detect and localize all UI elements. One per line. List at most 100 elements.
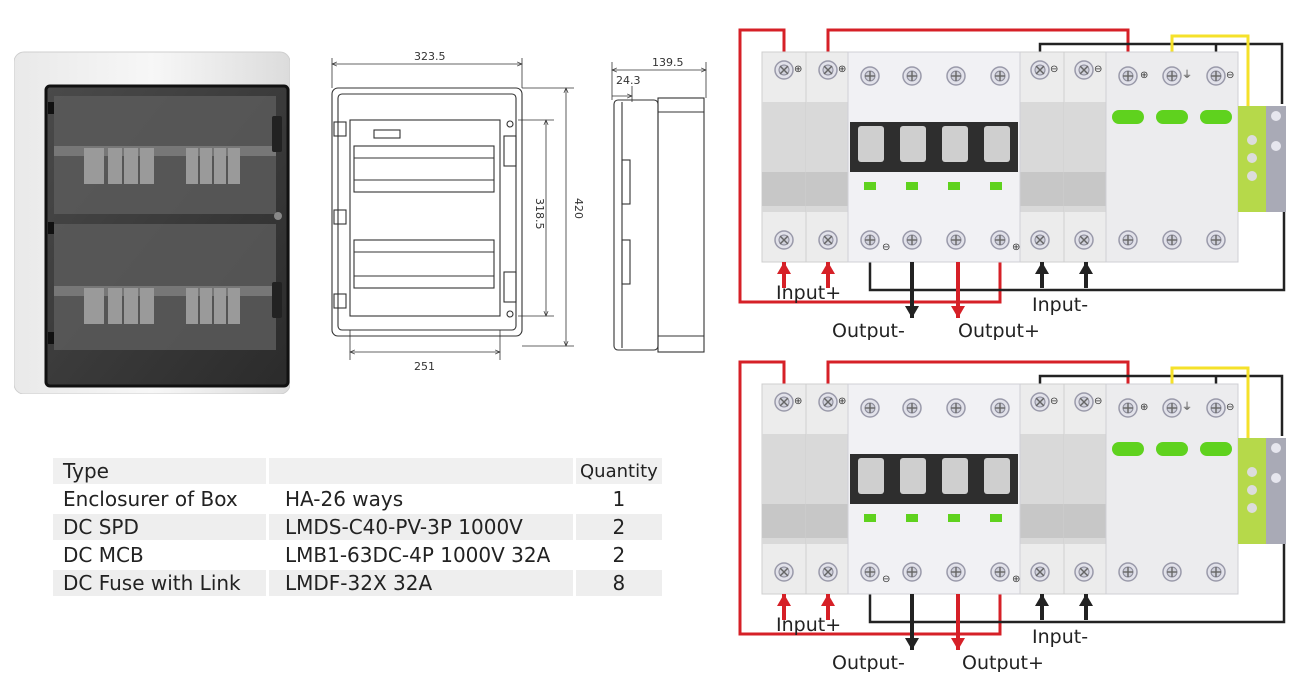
dimension-drawing: 323.5 251 318.5 420 139.5 24.3 bbox=[322, 50, 722, 373]
fuse-holder-lever bbox=[1020, 504, 1064, 538]
dim-lid-depth: 24.3 bbox=[616, 74, 641, 87]
polarity-symbol: ⊖ bbox=[882, 242, 890, 253]
mcb-status-indicator bbox=[990, 182, 1002, 190]
earth-bar-screw bbox=[1247, 171, 1257, 181]
label-input-minus: Input- bbox=[1032, 626, 1088, 648]
polarity-symbol: ⏚ bbox=[1182, 69, 1192, 81]
cell-model: HA-26 ways bbox=[285, 487, 404, 511]
table-row: Enclosurer of Box HA-26 ways 1 bbox=[53, 486, 662, 512]
earth-bar-side bbox=[1266, 106, 1286, 212]
cell-model: LMDF-32X 32A bbox=[269, 570, 573, 596]
dim-inner-height: 318.5 bbox=[533, 198, 546, 230]
flow-arrow-head bbox=[777, 594, 791, 606]
mcb-status-indicator bbox=[864, 182, 876, 190]
label-input-plus: Input+ bbox=[776, 282, 841, 304]
flow-arrow-head bbox=[821, 262, 835, 274]
polarity-symbol: ⊕ bbox=[1140, 70, 1148, 81]
screw-slot bbox=[779, 65, 789, 75]
earth-wire bbox=[1170, 34, 1250, 112]
positive-wire bbox=[738, 360, 1002, 636]
polarity-symbol: ⏚ bbox=[1182, 401, 1192, 413]
screw-slot bbox=[823, 235, 833, 245]
negative-wire bbox=[868, 534, 1286, 624]
positive-wire bbox=[738, 28, 1002, 304]
fuse-holder-lever bbox=[762, 172, 806, 206]
mcb-handle bbox=[984, 126, 1010, 162]
screw-slot bbox=[1035, 397, 1045, 407]
spd-indicator bbox=[1200, 442, 1232, 456]
negative-wire bbox=[1038, 374, 1284, 436]
fuse-holder-lever bbox=[806, 172, 850, 206]
label-output-plus: Output+ bbox=[962, 652, 1044, 672]
polarity-symbol: ⊖ bbox=[1094, 396, 1102, 407]
label-output-minus: Output- bbox=[832, 652, 905, 672]
fuse-holder-lever bbox=[1020, 172, 1064, 206]
screw-slot bbox=[1035, 65, 1045, 75]
header-type: Type bbox=[53, 458, 266, 484]
mcb-status-indicator bbox=[990, 514, 1002, 522]
positive-wire bbox=[826, 28, 1130, 66]
spd-indicator bbox=[1112, 110, 1144, 124]
label-output-minus: Output- bbox=[832, 320, 905, 340]
mcb-status-indicator bbox=[906, 514, 918, 522]
flow-arrow-head bbox=[951, 638, 965, 650]
polarity-symbol: ⊕ bbox=[1012, 242, 1020, 253]
polarity-symbol: ⊖ bbox=[1094, 64, 1102, 75]
polarity-symbol: ⊖ bbox=[1226, 402, 1234, 413]
fuse-holder-lever bbox=[1064, 504, 1108, 538]
earth-bar-screw bbox=[1271, 141, 1281, 151]
screw-slot bbox=[1079, 567, 1089, 577]
wiring-diagram-top: ⊕⊕⊖⊖⊕⏚⊖⊖⊕ Input+ Input- Output- Output+ bbox=[738, 28, 1286, 340]
dim-height: 420 bbox=[572, 198, 585, 219]
mcb-handle bbox=[942, 458, 968, 494]
fuse-holder-lever bbox=[762, 504, 806, 538]
polarity-symbol: ⊕ bbox=[794, 64, 802, 75]
mcb-status-indicator bbox=[864, 514, 876, 522]
mcb-status-indicator bbox=[948, 514, 960, 522]
dim-depth: 139.5 bbox=[652, 56, 684, 69]
mcb-status-indicator bbox=[948, 182, 960, 190]
flow-arrow-head bbox=[951, 306, 965, 318]
mcb-handle bbox=[900, 126, 926, 162]
cell-type: DC Fuse with Link bbox=[53, 570, 266, 596]
earth-bar-screw bbox=[1247, 153, 1257, 163]
label-output-plus: Output+ bbox=[958, 320, 1040, 340]
polarity-symbol: ⊖ bbox=[882, 574, 890, 585]
table-row: DC Fuse with Link LMDF-32X 32A 8 bbox=[53, 570, 662, 596]
screw-slot bbox=[779, 397, 789, 407]
earth-bar-screw bbox=[1247, 135, 1257, 145]
screw-slot bbox=[1079, 235, 1089, 245]
positive-wire bbox=[826, 360, 1130, 398]
cell-quantity: 1 bbox=[612, 487, 626, 511]
cell-type: DC MCB bbox=[63, 543, 144, 567]
mcb-handle bbox=[984, 458, 1010, 494]
polarity-symbol: ⊕ bbox=[1140, 402, 1148, 413]
fuse-holder-lever bbox=[806, 504, 850, 538]
negative-wire bbox=[868, 202, 1286, 292]
earth-bar-screw bbox=[1271, 111, 1281, 121]
spd-indicator bbox=[1156, 442, 1188, 456]
spd-indicator bbox=[1156, 110, 1188, 124]
dim-width-top: 323.5 bbox=[414, 50, 446, 63]
cell-quantity: 2 bbox=[576, 514, 662, 540]
earth-bar-screw bbox=[1247, 485, 1257, 495]
polarity-symbol: ⊕ bbox=[794, 396, 802, 407]
mcb-handle bbox=[942, 126, 968, 162]
label-input-plus: Input+ bbox=[776, 614, 841, 636]
polarity-symbol: ⊕ bbox=[1012, 574, 1020, 585]
earth-bar-side bbox=[1266, 438, 1286, 544]
screw-slot bbox=[1035, 235, 1045, 245]
earth-bar-screw bbox=[1271, 473, 1281, 483]
flow-arrow-head bbox=[777, 262, 791, 274]
wiring-diagram-bottom: ⊕⊕⊖⊖⊕⏚⊖⊖⊕ Input+ Input- Output- Output+ bbox=[738, 360, 1286, 672]
mcb-handle bbox=[858, 458, 884, 494]
polarity-symbol: ⊖ bbox=[1050, 396, 1058, 407]
mcb-handle bbox=[900, 458, 926, 494]
flow-arrow-head bbox=[1079, 594, 1093, 606]
spec-table: Type Quantity Enclosurer of Box HA-26 wa… bbox=[50, 456, 665, 598]
screw-slot bbox=[823, 567, 833, 577]
earth-wire bbox=[1170, 366, 1250, 444]
earth-bar-screw bbox=[1271, 443, 1281, 453]
cell-type: Enclosurer of Box bbox=[63, 487, 238, 511]
mcb-handle bbox=[858, 126, 884, 162]
